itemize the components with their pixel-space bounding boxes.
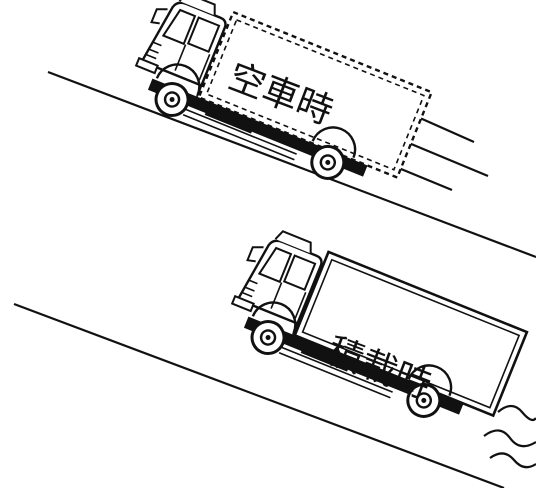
empty-cargo-box-dashed — [197, 10, 434, 180]
empty-truck — [120, 0, 434, 194]
loaded-truck-panel: 積載時 — [13, 221, 536, 488]
wavy-lines — [483, 404, 536, 469]
empty-truck-panel: 空車時 — [47, 0, 536, 259]
loaded-truck — [216, 221, 529, 432]
lower-slope-road — [13, 302, 505, 488]
loaded-cargo-box — [293, 250, 529, 418]
upper-slope-road — [47, 70, 536, 259]
